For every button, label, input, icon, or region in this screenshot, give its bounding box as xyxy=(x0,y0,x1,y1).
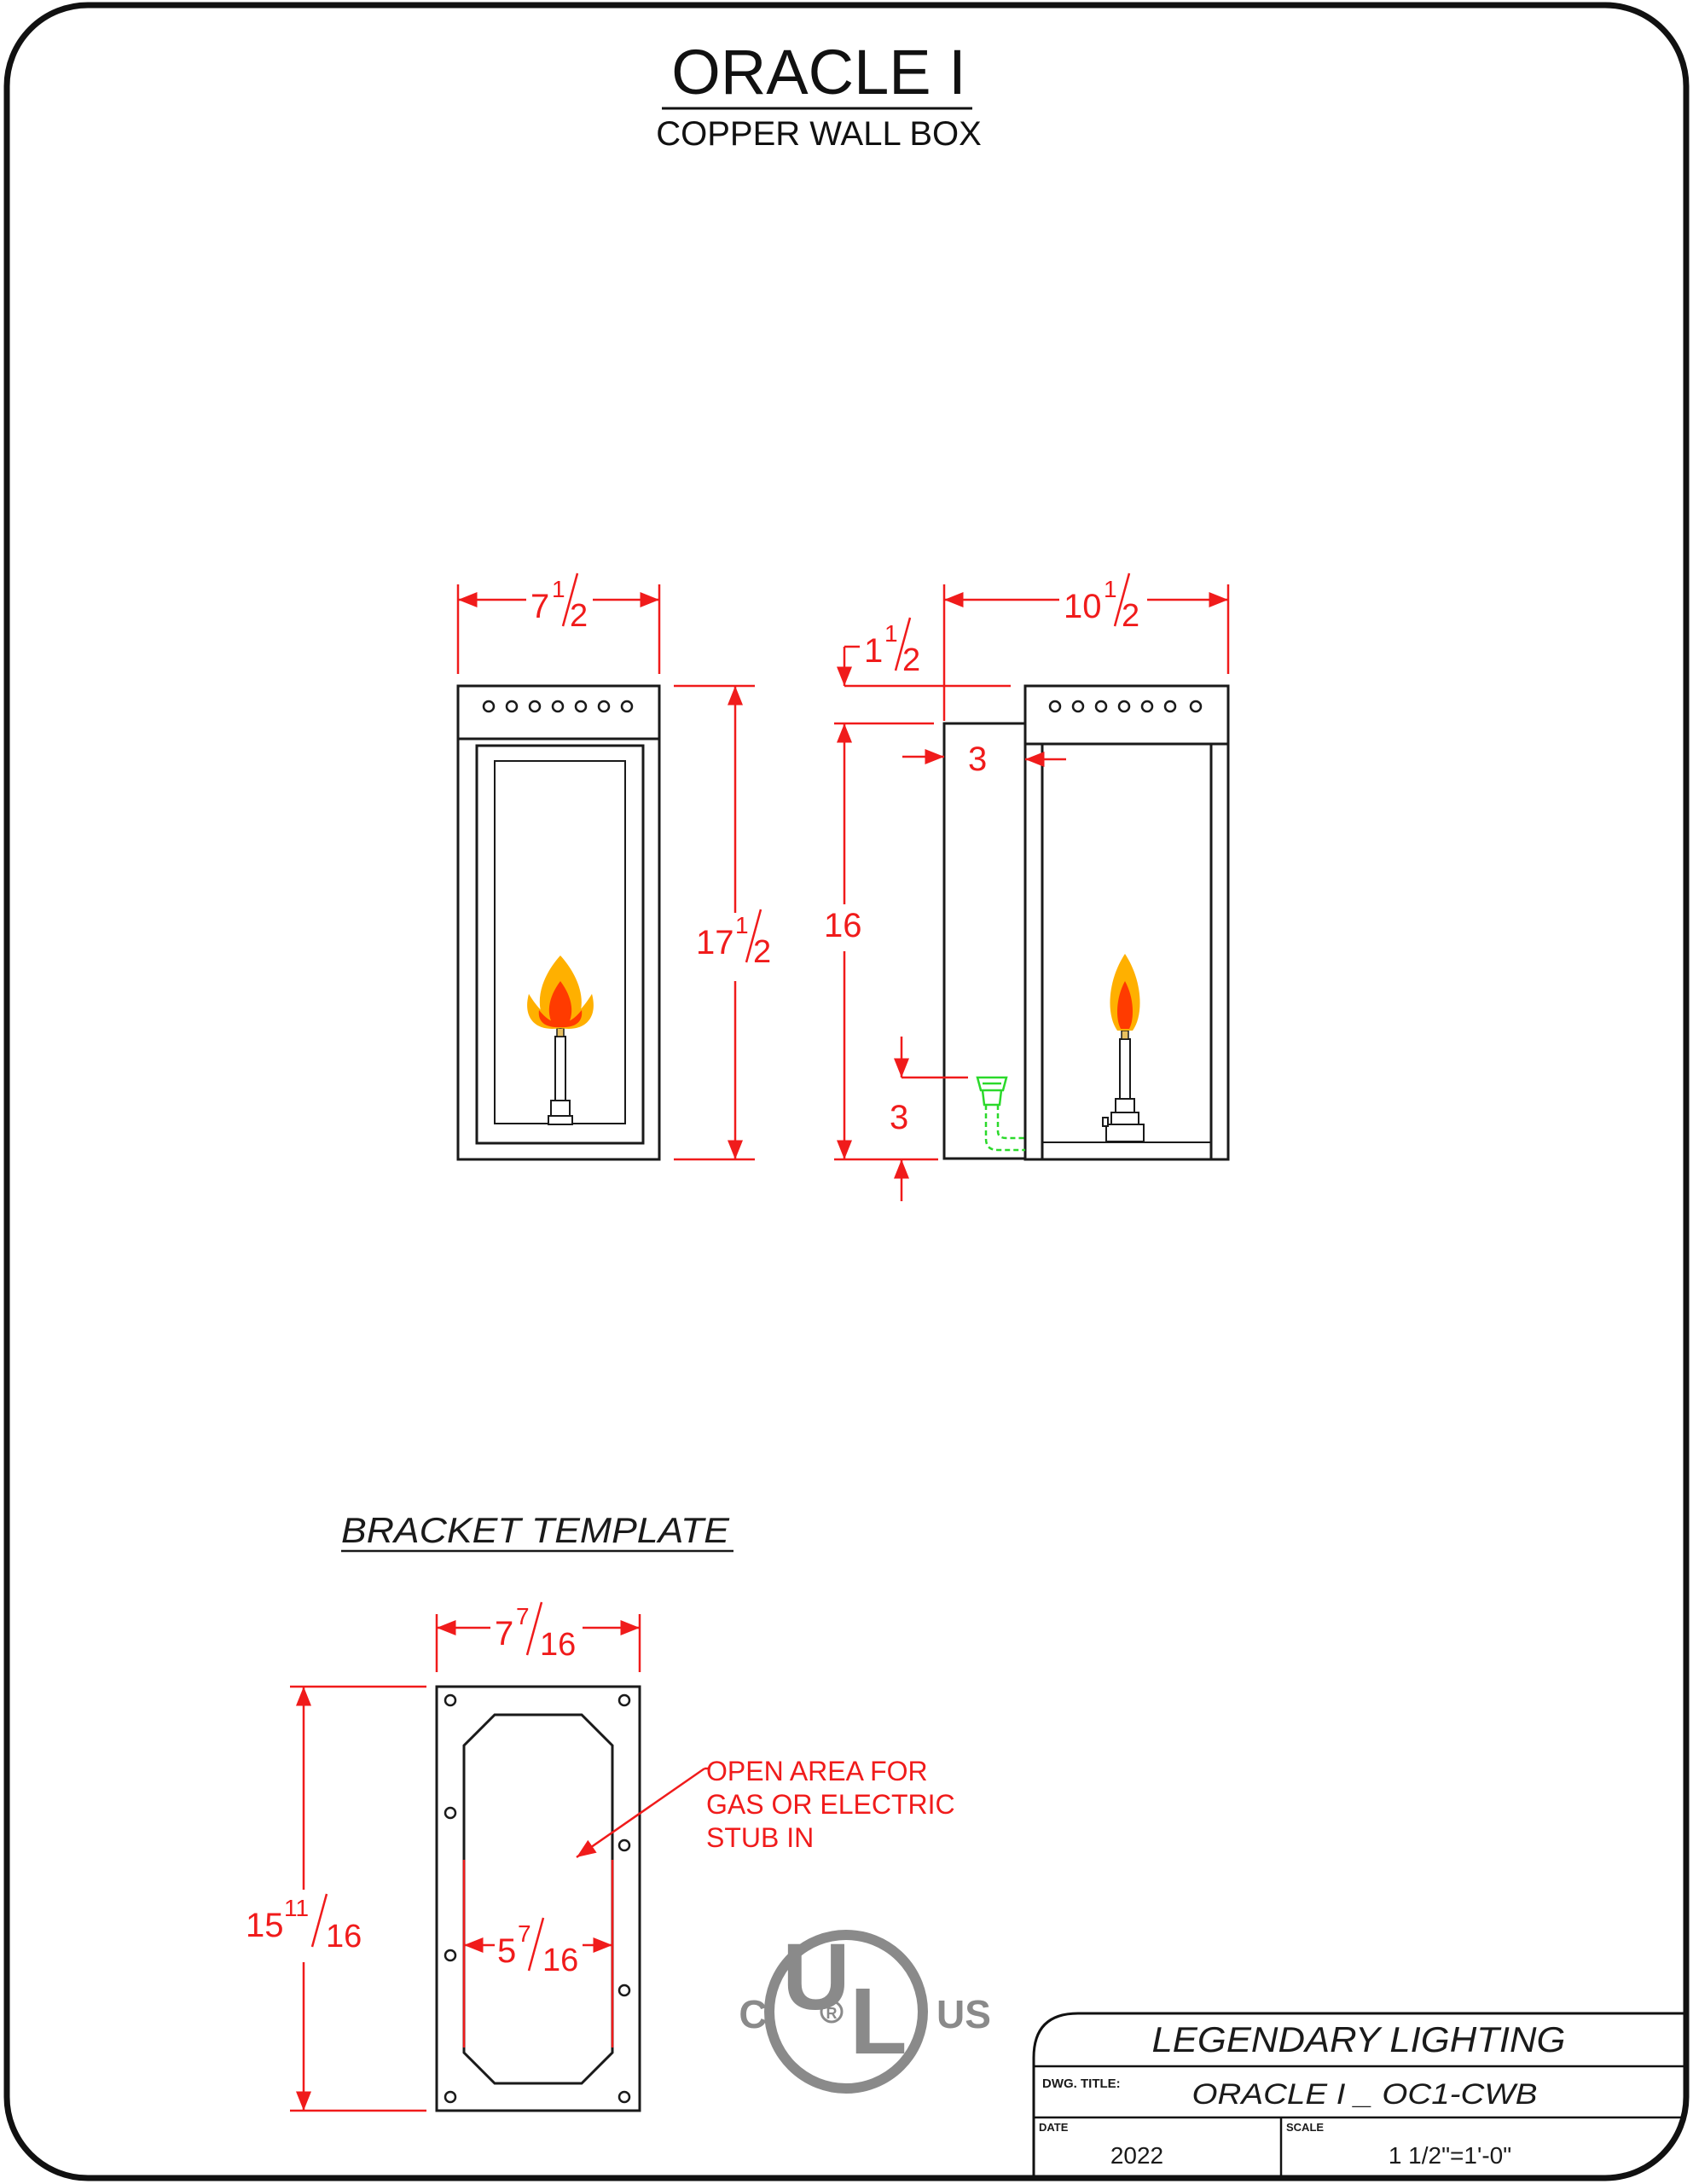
scale-value: 1 1/2"=1'-0" xyxy=(1389,2142,1511,2169)
svg-text:U: U xyxy=(782,1925,849,2030)
date-label: DATE xyxy=(1039,2121,1069,2134)
side-flame-icon xyxy=(1110,954,1140,1031)
dwg-title: ORACLE I _ OC1-CWB xyxy=(1192,2078,1538,2111)
side-view xyxy=(942,684,1230,1161)
page-subtitle: COPPER WALL BOX xyxy=(656,115,982,153)
front-rivet-row xyxy=(482,700,634,713)
bracket-template: BRACKET TEMPLATE xyxy=(341,1510,733,2112)
front-burner xyxy=(548,1027,573,1125)
date-value: 2022 xyxy=(1110,2142,1163,2169)
side-box-height-dimension: 16 xyxy=(824,723,938,1161)
side-depth-dimension: 10 1 2 xyxy=(942,572,1230,721)
bracket-screw-holes xyxy=(444,1693,631,2104)
side-stub-height-dimension: 3 xyxy=(890,1037,968,1201)
svg-text:C: C xyxy=(739,1992,767,2036)
svg-text:16: 16 xyxy=(540,1627,576,1663)
gas-stub-pipe xyxy=(976,1076,1025,1152)
svg-text:16: 16 xyxy=(824,907,862,944)
bracket-title: BRACKET TEMPLATE xyxy=(341,1510,730,1550)
front-view xyxy=(456,684,661,1161)
svg-text:2: 2 xyxy=(570,598,588,634)
header: ORACLE I COPPER WALL BOX xyxy=(656,37,982,153)
svg-text:17: 17 xyxy=(696,924,734,961)
svg-text:1: 1 xyxy=(552,576,565,602)
svg-text:1: 1 xyxy=(735,912,749,938)
svg-text:7: 7 xyxy=(495,1615,513,1653)
bracket-note-line-1: OPEN AREA FOR xyxy=(706,1756,928,1786)
bracket-note-callout: OPEN AREA FOR GAS OR ELECTRIC STUB IN xyxy=(576,1756,955,1859)
side-burner xyxy=(1102,1030,1145,1142)
svg-text:L: L xyxy=(849,1969,907,2074)
svg-text:16: 16 xyxy=(542,1943,578,1978)
svg-text:R: R xyxy=(826,2005,838,2022)
svg-text:5: 5 xyxy=(497,1932,516,1970)
front-width-dimension: 7 1 2 xyxy=(456,572,661,674)
dwg-title-label: DWG. TITLE: xyxy=(1042,2077,1121,2091)
company-name: LEGENDARY LIGHTING xyxy=(1152,2019,1566,2059)
svg-text:11: 11 xyxy=(284,1895,309,1921)
svg-text:10: 10 xyxy=(1064,588,1102,625)
bracket-note-line-2: GAS OR ELECTRIC xyxy=(706,1789,955,1820)
front-height-dimension: 17 1 2 xyxy=(674,684,771,1161)
page-title: ORACLE I xyxy=(671,37,965,107)
scale-label: SCALE xyxy=(1286,2121,1324,2134)
svg-text:7: 7 xyxy=(531,588,549,625)
bracket-height-dimension: 15 11 16 xyxy=(246,1685,426,2112)
svg-text:3: 3 xyxy=(890,1099,908,1136)
svg-text:1: 1 xyxy=(884,620,898,647)
svg-text:3: 3 xyxy=(968,741,987,778)
svg-text:2: 2 xyxy=(753,934,771,970)
bracket-note-line-3: STUB IN xyxy=(706,1822,814,1853)
bracket-width-dimension: 7 7 16 xyxy=(435,1601,641,1672)
svg-text:15: 15 xyxy=(246,1907,284,1944)
bracket-inner-dimension: 5 7 16 xyxy=(462,1860,614,2048)
side-rivet-row xyxy=(1048,700,1203,713)
svg-text:7: 7 xyxy=(518,1920,531,1947)
side-top-offset-dimension: 1 1 2 xyxy=(834,617,1011,725)
ul-listed-logo: U L R C US xyxy=(739,1925,991,2094)
title-block: LEGENDARY LIGHTING DWG. TITLE: ORACLE I … xyxy=(1032,2012,1686,2178)
svg-text:16: 16 xyxy=(326,1919,362,1955)
sheet-border xyxy=(3,2,1690,2181)
svg-text:1: 1 xyxy=(1104,576,1117,602)
side-box-depth-dimension: 3 xyxy=(902,741,1066,778)
svg-text:2: 2 xyxy=(1122,598,1139,634)
svg-text:7: 7 xyxy=(516,1603,530,1629)
svg-text:US: US xyxy=(936,1992,991,2036)
front-flame-icon xyxy=(527,956,594,1029)
svg-text:2: 2 xyxy=(902,642,920,678)
svg-text:1: 1 xyxy=(864,632,883,670)
